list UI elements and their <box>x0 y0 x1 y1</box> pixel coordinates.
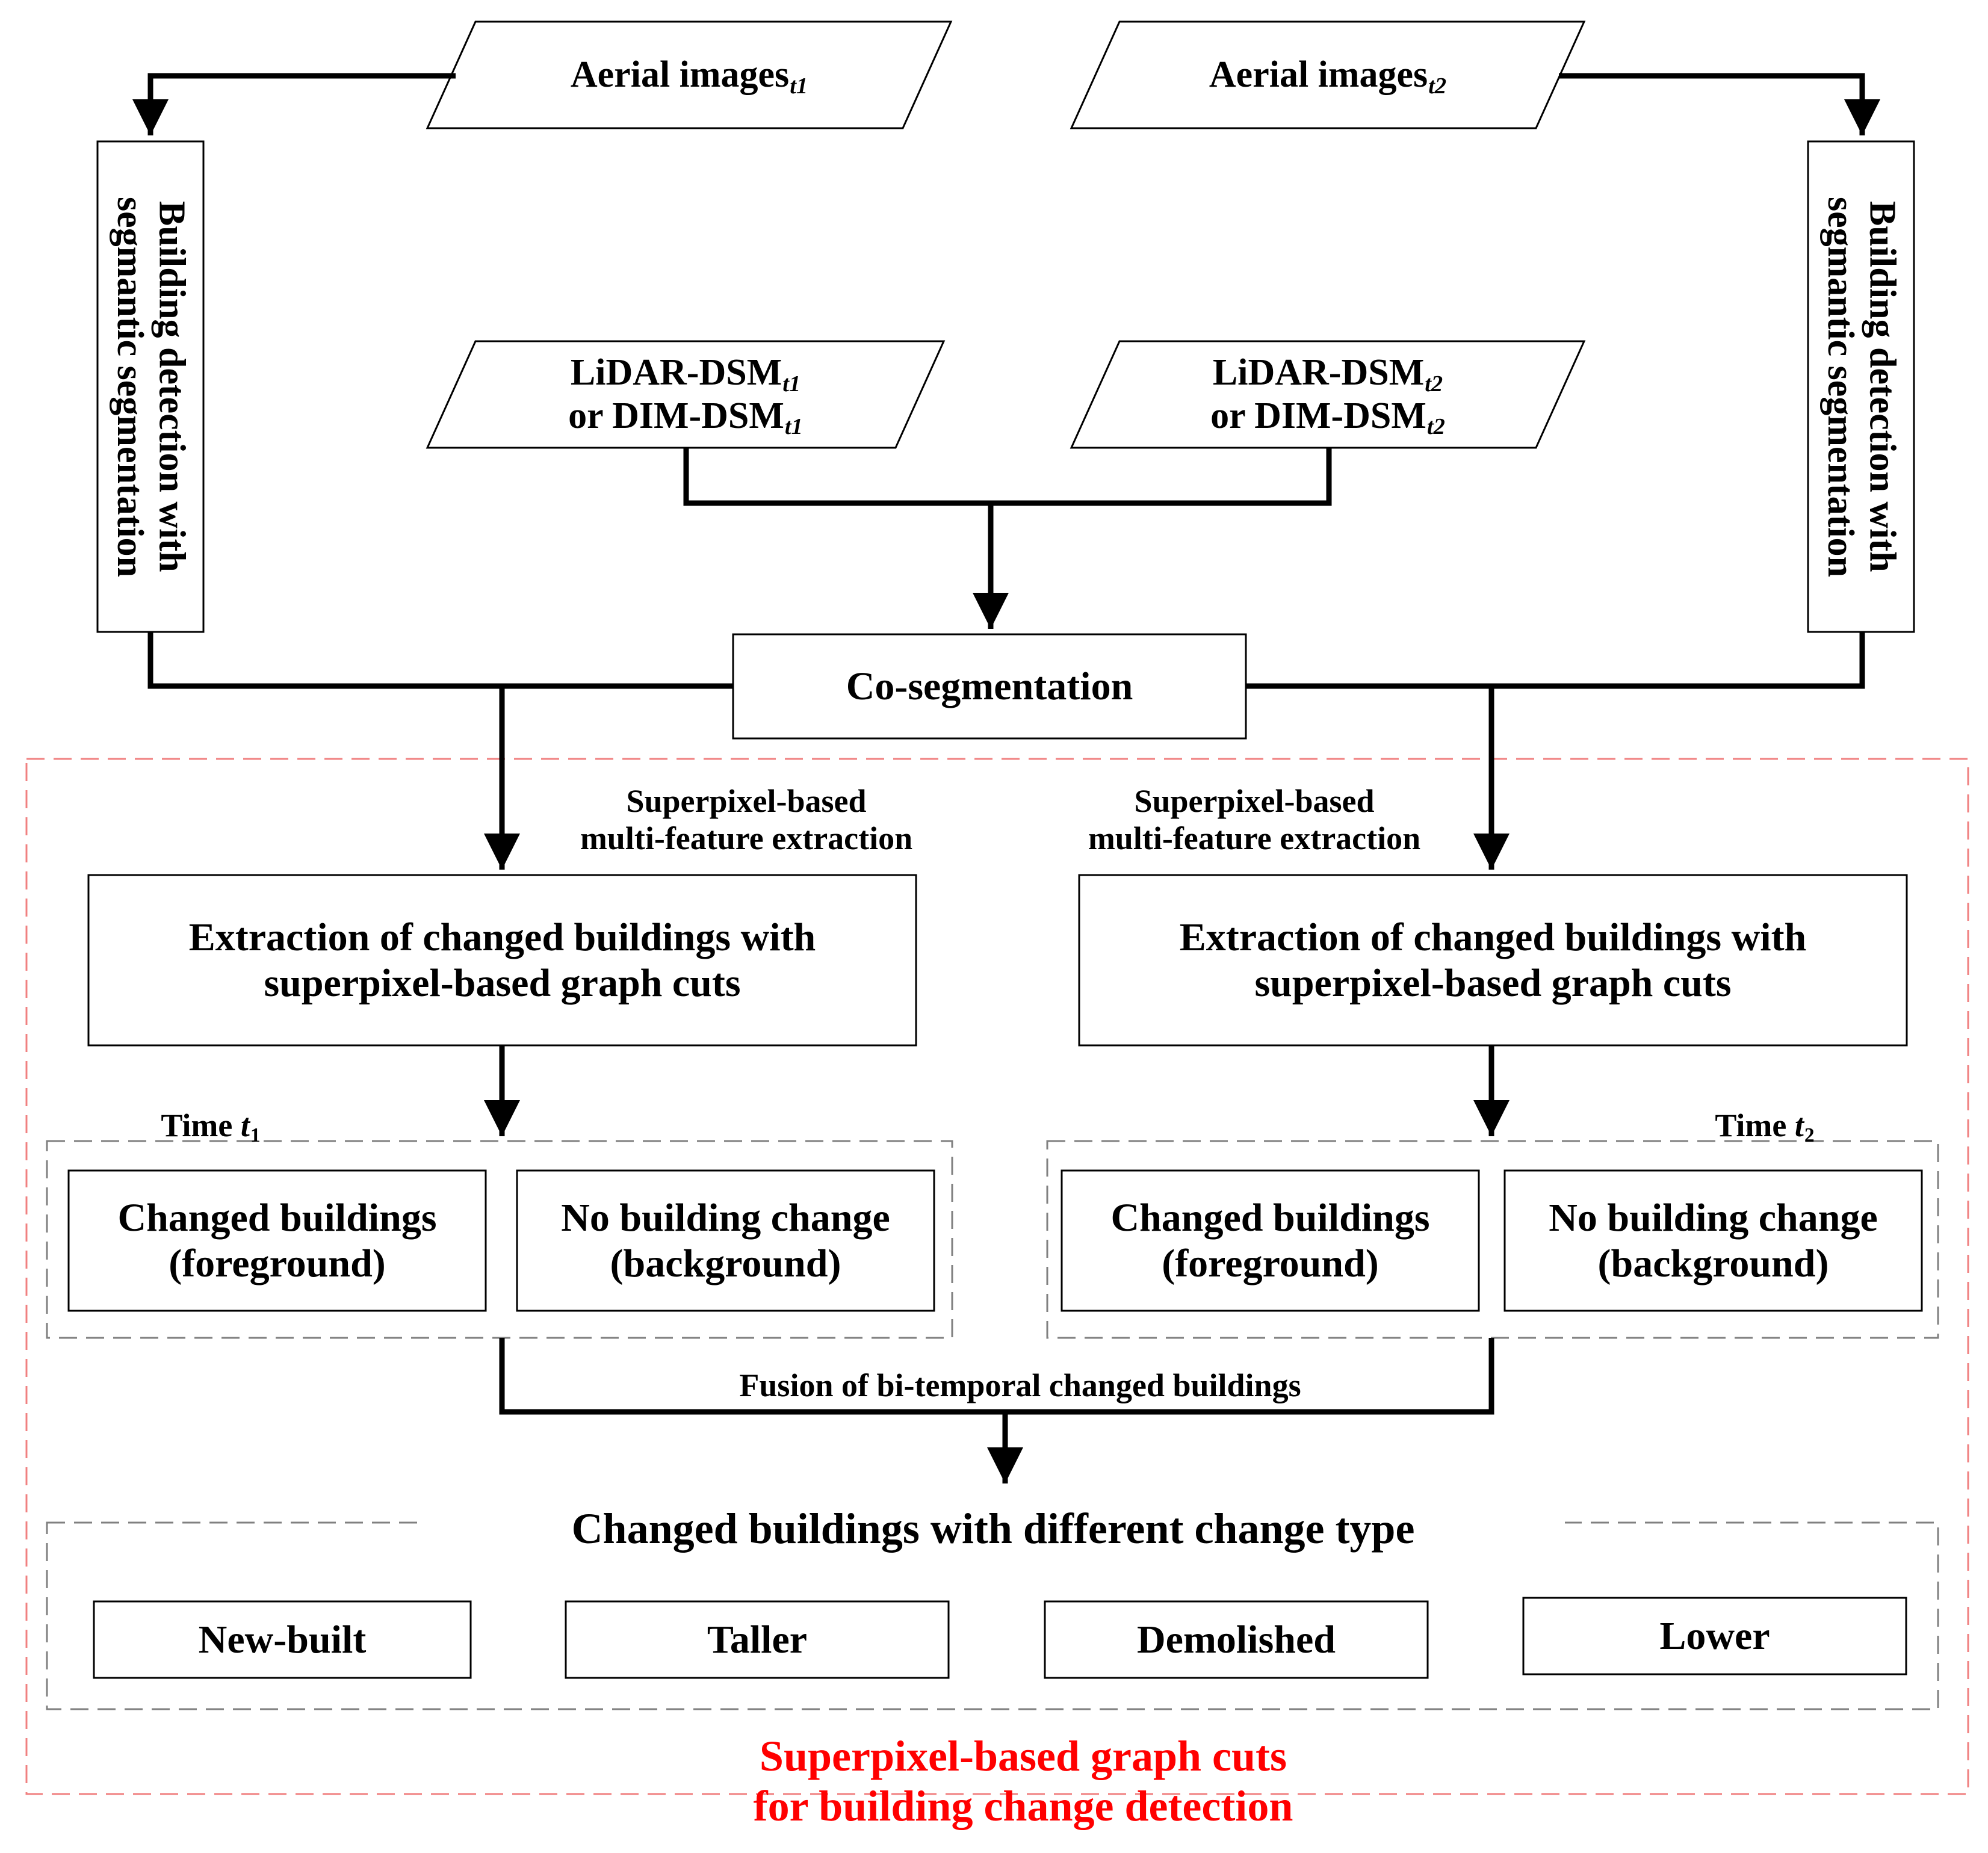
time-t2-label: Time t2 <box>1715 1107 1815 1147</box>
extraction-box-right <box>1078 874 1908 1047</box>
lower-box <box>1522 1597 1907 1675</box>
demolished-box <box>1044 1600 1429 1679</box>
new-built-box <box>93 1600 472 1679</box>
co-segmentation-label: Co-segmentation <box>846 664 1133 708</box>
no-change-label-t1: No building change (background) <box>561 1195 890 1285</box>
change-type-dashed-group <box>46 1521 1939 1710</box>
dsm-t2-shape <box>1070 340 1586 449</box>
extraction-label-left: Extraction of changed buildings with sup… <box>188 915 816 1005</box>
no-change-box-t2 <box>1503 1169 1923 1312</box>
changed-buildings-box-t2 <box>1061 1169 1480 1312</box>
fusion-label: Fusion of bi-temporal changed buildings <box>739 1367 1301 1403</box>
new-built-label: New-built <box>198 1617 367 1662</box>
dsm-t2-label: LiDAR-DSMt2 or DIM-DSMt2 <box>1210 352 1445 440</box>
feature-extraction-label-right: Superpixel-based multi-feature extractio… <box>1088 782 1421 856</box>
no-change-box-t1 <box>516 1169 935 1312</box>
extraction-box-left <box>87 874 917 1047</box>
aerial-images-t2-shape <box>1070 20 1586 129</box>
connector-fusion <box>499 1338 1494 1415</box>
change-types-title: Changed buildings with different change … <box>421 1499 1565 1559</box>
left-building-detection-label: Building detection with segmantic segmen… <box>110 196 193 577</box>
co-segmentation-box <box>732 633 1247 740</box>
changed-buildings-label-t1: Changed buildings (foreground) <box>117 1195 437 1285</box>
connector-left-detection-to-coseg <box>147 632 733 689</box>
dsm-t1-label: LiDAR-DSMt1 or DIM-DSMt1 <box>568 352 803 440</box>
footer-title: Superpixel-based graph cuts for building… <box>753 1732 1293 1830</box>
aerial-images-t1-label: Aerial imagest1 <box>570 54 808 99</box>
no-change-label-t2: No building change (background) <box>1549 1195 1878 1285</box>
connector-aerial-t1-to-detection <box>132 73 456 135</box>
aerial-images-t1-shape <box>426 20 953 129</box>
lower-label: Lower <box>1659 1613 1770 1658</box>
feature-extraction-label-left: Superpixel-based multi-feature extractio… <box>580 782 913 856</box>
changed-buildings-box-t1 <box>67 1169 487 1312</box>
connector-aerial-t2-to-detection <box>1559 73 1880 135</box>
extraction-label-right: Extraction of changed buildings with sup… <box>1179 915 1807 1005</box>
right-building-detection-label: Building detection with segmantic segmen… <box>1820 196 1903 577</box>
dsm-t1-shape <box>426 340 946 449</box>
taller-label: Taller <box>707 1617 808 1662</box>
right-building-detection-box <box>1807 140 1915 633</box>
demolished-label: Demolished <box>1137 1617 1336 1662</box>
connector-dsm-t1 <box>683 448 1332 506</box>
changed-buildings-label-t2: Changed buildings (foreground) <box>1110 1195 1430 1285</box>
connector-right-detection-to-coseg <box>1246 632 1865 689</box>
taller-box <box>565 1600 950 1679</box>
aerial-images-t2-label: Aerial imagest2 <box>1209 54 1447 99</box>
time-t1-label: Time t1 <box>161 1107 261 1147</box>
left-building-detection-box <box>96 140 205 633</box>
